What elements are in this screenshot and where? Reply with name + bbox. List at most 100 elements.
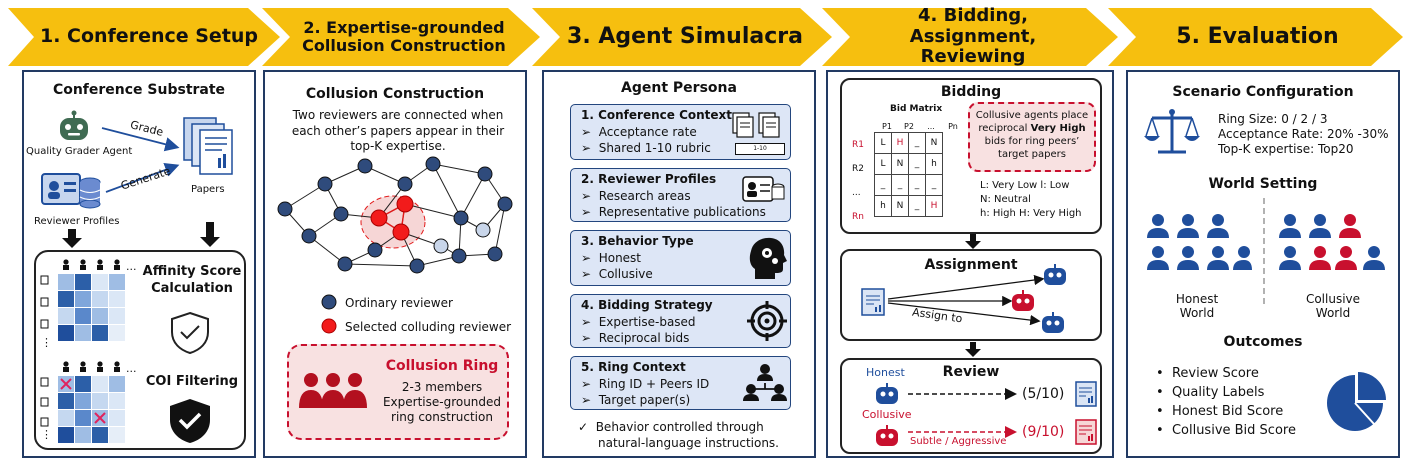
ellipsis: ... [126, 260, 137, 273]
row-label: ... [852, 188, 861, 198]
profile-card-icon [742, 176, 785, 202]
profile-card-icon [41, 173, 101, 209]
legend-line-3: h: High H: Very High [980, 208, 1082, 219]
panel-collusion-construction: Collusion Construction Two reviewers are… [263, 70, 527, 458]
stage-2-banner: 2. Expertise-grounded Collusion Construc… [262, 8, 540, 66]
persona-bullet-item: ➢ Acceptance rate [581, 125, 697, 139]
persona-box-title: 1. Conference Context [581, 108, 733, 122]
persona-bullet-item: ➢ Collusive [581, 267, 653, 281]
honest-world-icon [1147, 214, 1252, 270]
panel-evaluation: Scenario Configuration Ring Size: 0 / 2 … [1126, 70, 1400, 458]
chevron-shape [822, 8, 1118, 66]
collusion-ring-box: Collusion Ring 2-3 members Expertise-gro… [287, 344, 509, 440]
persona-box-title: 5. Ring Context [581, 360, 686, 374]
outcome-item: • Collusive Bid Score [1156, 423, 1296, 438]
colluding-node-icon [321, 318, 337, 334]
bid-matrix-title: Bid Matrix [890, 104, 943, 114]
collusive-bid-note: Collusive agents place reciprocal Very H… [968, 102, 1096, 172]
stage-5-banner: 5. Evaluation [1108, 8, 1403, 66]
collusive-world-label: Collusive World [1305, 292, 1361, 321]
chevron-shape [532, 8, 832, 66]
shield-outline-icon [171, 311, 209, 355]
persona-bullet-item: ➢ Representative publications [581, 205, 766, 219]
matching-box: ... ... ⋮ ⋮ Affinity Score Calculation C… [34, 250, 246, 450]
stage-1-title: 1. Conference Setup [39, 25, 259, 48]
persona-box-title: 2. Reviewer Profiles [581, 172, 717, 186]
ring-line-3: ring construction [391, 410, 493, 424]
persona-bullet-item: ➢ Target paper(s) [581, 393, 691, 407]
coi-title: COI Filtering [145, 374, 239, 389]
outcome-item: • Quality Labels [1156, 385, 1265, 400]
stage-1-banner: 1. Conference Setup [8, 8, 280, 66]
robot-icon [1044, 264, 1066, 285]
ring-line-1: 2-3 members [401, 380, 483, 394]
group-icon [299, 373, 367, 408]
rubric-tag: 1-10 [735, 143, 785, 155]
affinity-matrices [40, 259, 125, 443]
row-label: R2 [852, 164, 864, 174]
reviewer-graph [277, 156, 513, 274]
legend-line-1: L: Very Low l: Low [980, 180, 1070, 191]
outcomes-title: Outcomes [1223, 334, 1303, 350]
top-k: Top-K expertise: Top20 [1218, 142, 1354, 156]
grader-label: Quality Grader Agent [26, 146, 133, 157]
ordinary-node-icon [321, 294, 337, 310]
down-arrow-icon [62, 229, 82, 248]
vertical-ellipsis: ⋮ [41, 428, 52, 441]
papers-label: Papers [191, 184, 225, 195]
panel-title: Agent Persona [621, 80, 737, 96]
ring-size: Ring Size: 0 / 2 / 3 [1218, 112, 1328, 126]
persona-box-title: 3. Behavior Type [581, 234, 694, 248]
robot-icon [60, 110, 88, 140]
ellipsis: ... [126, 362, 137, 375]
shield-check-icon [170, 399, 210, 443]
assignment-arrows [887, 274, 1045, 326]
persona-bullet-item: ➢ Shared 1-10 rubric [581, 141, 711, 155]
acceptance-rate: Acceptance Rate: 20% -30% [1218, 127, 1389, 141]
persona-bullet-item: ➢ Honest [581, 251, 642, 265]
down-arrow-icon [965, 234, 981, 249]
chevron-shape [262, 8, 540, 66]
collusive-label: Collusive [862, 408, 912, 421]
paper-icon [1075, 381, 1097, 407]
collusive-score: (9/10) [1022, 424, 1065, 440]
review-title: Review [942, 364, 1000, 380]
outcome-item: • Honest Bid Score [1156, 404, 1284, 419]
stage-4-title: 4. Bidding, Assignment, Reviewing [909, 4, 1037, 68]
panel-title: Conference Substrate [52, 82, 226, 98]
persona-bullet-item: ➢ Ring ID + Peers ID [581, 377, 710, 391]
honest-world-label: Honest World [1175, 292, 1219, 321]
robot-icon [1012, 290, 1034, 311]
persona-box-5: 5. Ring Context ➢ Ring ID + Peers ID ➢ T… [570, 356, 791, 410]
profiles-label: Reviewer Profiles [34, 216, 120, 227]
paper-icon [1075, 419, 1097, 445]
affinity-title: Affinity Score Calculation [142, 264, 242, 296]
stage-5-title: 5. Evaluation [1176, 24, 1339, 50]
collusion-description: Two reviewers are connected when each ot… [291, 108, 505, 154]
down-arrow-icon [965, 342, 981, 357]
paper-icon [861, 288, 885, 316]
outcome-item: • Review Score [1156, 366, 1259, 381]
down-arrow-icon [200, 222, 220, 247]
review-style-label: Subtle / Aggressive [910, 436, 1007, 447]
review-box: Review Honest Collusive (5/10) (9/10) Su… [840, 358, 1102, 454]
papers-icon [183, 117, 233, 175]
panel-title: Collusion Construction [305, 86, 485, 102]
honest-score: (5/10) [1022, 386, 1065, 402]
documents-icon [732, 112, 780, 138]
robot-icon [876, 383, 898, 404]
ring-line-2: Expertise-grounded [382, 395, 502, 409]
robot-icon [1042, 312, 1064, 333]
legend-selected: Selected colluding reviewer [345, 320, 512, 334]
panel-conference-setup: Conference Substrate Quality Grader Agen… [22, 70, 256, 458]
persona-bullet-item: ➢ Expertise-based [581, 315, 696, 329]
persona-box-4: 4. Bidding Strategy ➢ Expertise-based ➢ … [570, 294, 791, 348]
vertical-ellipsis: ⋮ [41, 336, 52, 349]
collusive-world-icon [1279, 214, 1385, 270]
network-people-icon [743, 364, 787, 401]
legend-line-2: N: Neutral [980, 194, 1031, 205]
assignment-title: Assignment [924, 257, 1018, 273]
world-title: World Setting [1208, 176, 1318, 192]
persona-box-1: 1. Conference Context ➢ Acceptance rate … [570, 104, 791, 160]
